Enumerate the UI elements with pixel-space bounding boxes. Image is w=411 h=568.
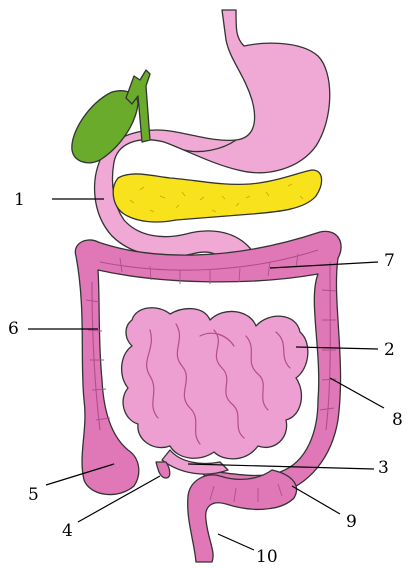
label-1: 1 xyxy=(14,190,25,210)
label-4: 4 xyxy=(62,521,73,541)
label-8: 8 xyxy=(392,410,403,430)
pancreas xyxy=(113,170,321,222)
label-7: 7 xyxy=(384,251,395,271)
stomach xyxy=(95,10,330,272)
small-intestine xyxy=(122,308,308,474)
appendix xyxy=(156,462,170,478)
label-10: 10 xyxy=(256,547,278,567)
label-9: 9 xyxy=(346,512,357,532)
sigmoid-and-rectum xyxy=(188,470,297,562)
label-6: 6 xyxy=(8,319,19,339)
gallbladder xyxy=(72,70,150,163)
label-2: 2 xyxy=(384,340,395,360)
label-5: 5 xyxy=(28,485,39,505)
label-3: 3 xyxy=(378,458,389,478)
